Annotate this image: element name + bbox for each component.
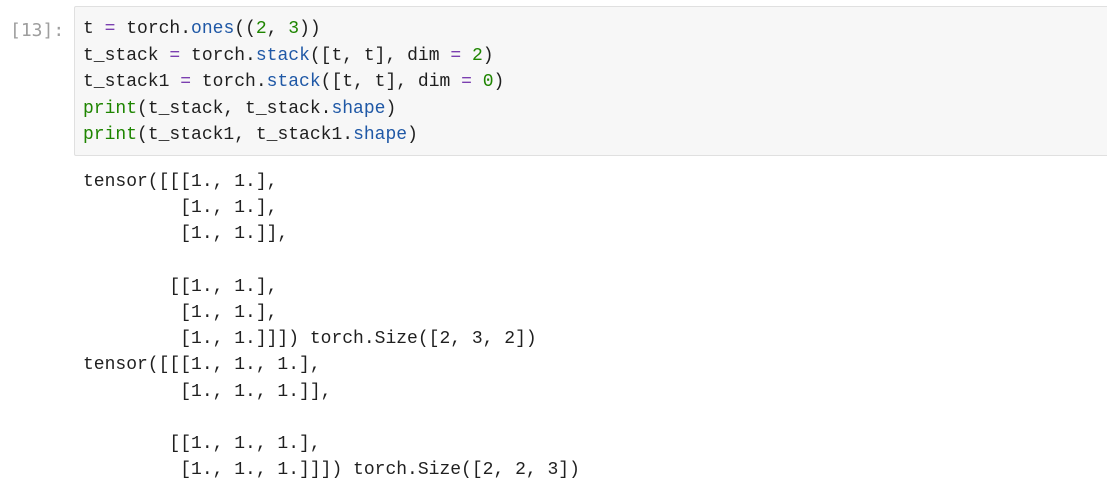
code-line: t_stack = torch.stack([t, t], dim = 2) [83,43,504,70]
code-token: , [266,19,289,39]
code-token [461,46,472,66]
output-line: tensor([[[1., 1.], [83,172,278,192]
output-line [83,248,580,274]
code-line: print(t_stack1, t_stack1.shape) [83,122,504,149]
output-line [83,405,580,431]
code-token: ) [407,125,418,145]
output-line: [1., 1.]], [83,224,289,245]
code-token: torch. [180,45,256,66]
output-line: [1., 1., 1.]]]) torch.Size([2, 2, 3]) [83,460,580,481]
code-token: t_stack1 [83,72,181,92]
code-token: torch. [191,72,267,92]
code-token: = [461,72,472,92]
output-line: [1., 1.], [83,302,278,323]
code-token: 2 [471,45,483,66]
output-line: [1., 1., 1.]], [83,381,332,402]
code-token: (( [234,19,256,39]
code-token: (t_stack1, t_stack1. [137,125,354,145]
code-input-area[interactable] [74,6,1107,156]
output-line: [[1., 1., 1.], [83,433,321,454]
code-token: shape [353,125,408,145]
code-token: ) [385,98,397,119]
code-editor[interactable]: t = torch.ones((2, 3))t_stack = torch.st… [83,16,504,149]
code-token: shape [331,98,386,119]
code-token: 0 [482,72,494,92]
code-token: t [83,19,105,39]
code-token: stack [255,45,310,66]
code-line: print(t_stack, t_stack.shape) [83,96,504,123]
output-line: [1., 1.]]]) torch.Size([2, 3, 2]) [83,329,537,350]
code-token: ([t, t], dim [309,45,451,66]
code-token: ones [191,19,235,39]
code-token: print [83,125,138,145]
code-token: print [83,98,138,119]
code-token: = [104,19,116,39]
output-line: [1., 1.], [83,198,278,219]
code-token: stack [266,72,321,92]
code-token: ) [482,45,494,66]
execution-count-prompt: [13]: [10,20,65,41]
code-token: 3 [288,19,300,39]
code-line: t_stack1 = torch.stack([t, t], dim = 0) [83,69,504,96]
code-token: = [450,45,462,66]
output-line: tensor([[[1., 1., 1.], [83,355,321,376]
code-token: )) [299,19,321,39]
code-token: 2 [255,19,267,39]
code-token [472,72,483,92]
code-token: t_stack [83,45,170,66]
code-line: t = torch.ones((2, 3)) [83,16,504,43]
code-token: ) [493,72,505,92]
output-line: [[1., 1.], [83,276,278,297]
code-token: ([t, t], dim [320,72,462,92]
code-token: torch. [115,19,192,39]
code-token: = [180,72,192,92]
code-token: = [169,45,181,66]
code-token: (t_stack, t_stack. [137,98,332,119]
cell-output: tensor([[[1., 1.], [1., 1.], [1., 1.]], … [83,169,580,483]
